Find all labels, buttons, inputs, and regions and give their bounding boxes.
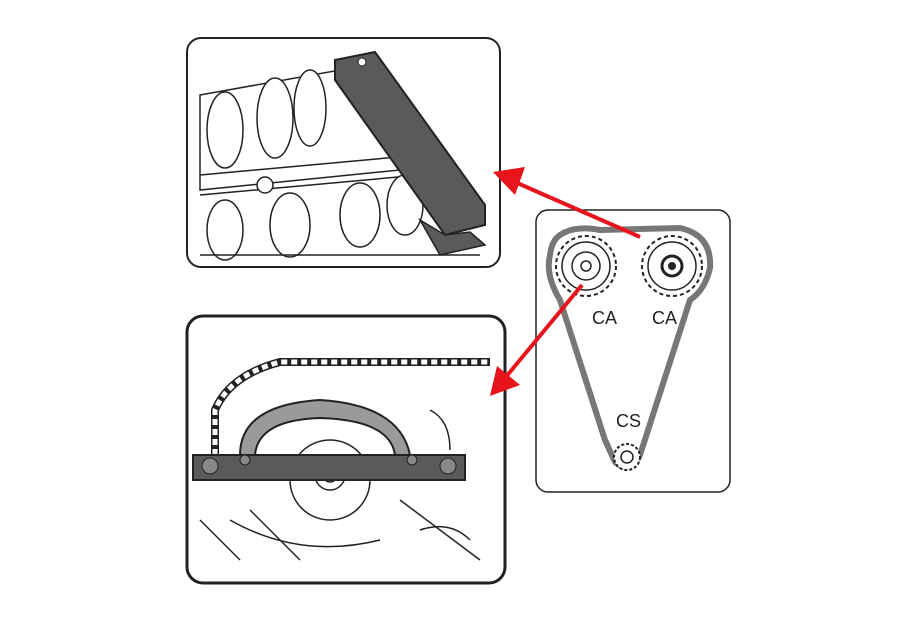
crankshaft-locking-tool <box>192 398 466 481</box>
pointer-arrows <box>490 167 641 396</box>
timing-belt <box>545 224 714 471</box>
camshaft-tool-panel <box>186 37 501 268</box>
camshaft-gear-right <box>641 235 703 297</box>
crankshaft-tool-panel <box>185 314 507 585</box>
camshaft-gear-left <box>555 235 617 297</box>
locking-bar-tool <box>334 50 487 256</box>
crankshaft-gear <box>613 443 641 471</box>
crankshaft-label: CS <box>616 411 642 431</box>
camshaft-label-left: CA <box>592 308 618 328</box>
arrow-head-2 <box>490 366 520 396</box>
timing-schematic-panel <box>535 209 731 493</box>
arrow-head-1 <box>493 167 525 195</box>
camshaft-label-right: CA <box>652 308 678 328</box>
